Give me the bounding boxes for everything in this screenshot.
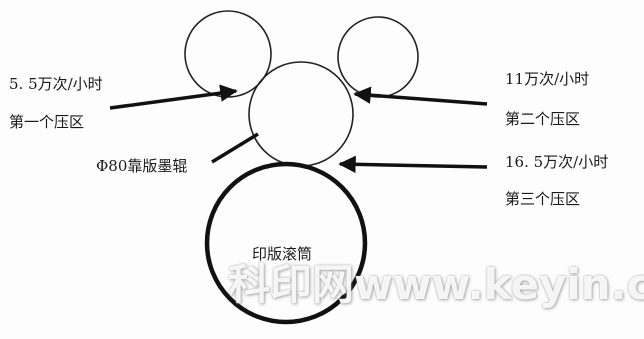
- zone1-speed-label: 5. 5万次/小时: [9, 75, 103, 93]
- zone2-speed-label: 11万次/小时: [505, 70, 590, 88]
- ink-roller-label: Φ80靠版墨辊: [96, 157, 188, 175]
- zone2-name-label: 第二个压区: [505, 110, 581, 128]
- ink-roller: [248, 61, 354, 167]
- plate-cylinder: [204, 161, 368, 325]
- zone2-arrow: [353, 86, 488, 106]
- upper-right-roller: [337, 16, 419, 98]
- ink-roller-leader: [211, 132, 259, 164]
- plate-cylinder-label: 印版滚筒: [252, 245, 313, 263]
- zone1-arrow: [109, 84, 238, 110]
- zone3-name-label: 第三个压区: [505, 190, 581, 208]
- watermark: 科印网www.keyin.cn: [228, 260, 644, 309]
- zone1-name-label: 第一个压区: [9, 113, 85, 131]
- zone3-speed-label: 16. 5万次/小时: [505, 153, 609, 171]
- zone3-arrow: [338, 155, 488, 174]
